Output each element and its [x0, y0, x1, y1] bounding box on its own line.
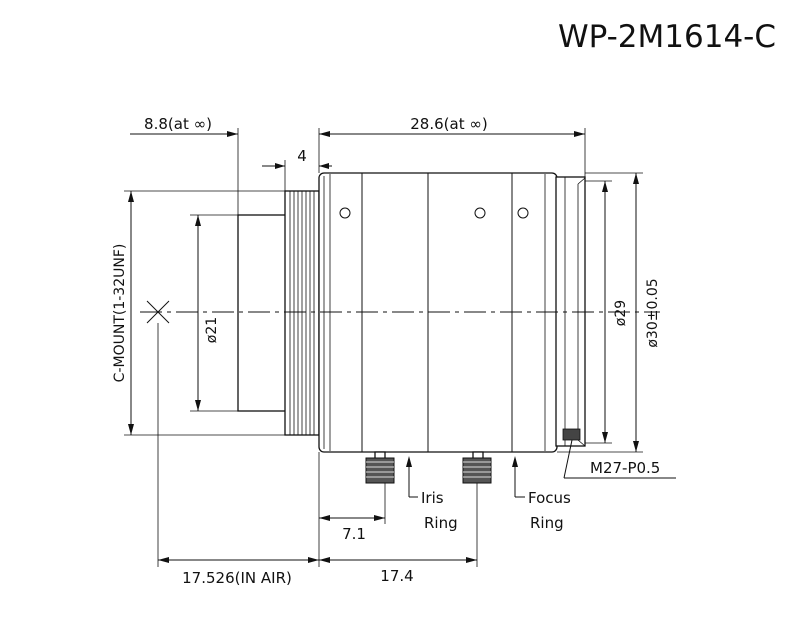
iris-ring-callout: Iris Ring [406, 456, 458, 532]
dim-outer-diameter-label: ø30±0.05 [645, 278, 661, 347]
dim-mount-length: 4 [262, 147, 332, 169]
front-thread-section [555, 176, 586, 447]
focus-lock-screw [462, 451, 492, 484]
dim-sensor-distance-label: 17.526(IN AIR) [182, 569, 292, 587]
iris-lock-screw [365, 451, 395, 484]
rear-mount-barrel [237, 214, 287, 412]
main-barrel [318, 172, 558, 453]
dim-flange-back: 8.8(at ∞) [130, 115, 345, 137]
dim-flange-back-label: 8.8(at ∞) [144, 115, 212, 133]
dim-focus-offset: 17.4 [319, 557, 477, 585]
filter-thread-hatch [562, 428, 581, 441]
dim-body-length: 28.6(at ∞) [319, 115, 585, 137]
dim-c-mount-label: C-MOUNT(1-32UNF) [112, 244, 128, 383]
dim-inner-diameter: ø29 [585, 180, 629, 444]
dim-c-mount: C-MOUNT(1-32UNF) [112, 190, 285, 436]
body-hole [339, 207, 351, 219]
dim-focus-offset-label: 17.4 [380, 567, 413, 585]
dim-mount-length-label: 4 [297, 147, 307, 165]
focus-ring-label-2: Ring [530, 514, 564, 532]
dim-inner-diameter-label: ø29 [613, 300, 629, 326]
body-hole [517, 207, 529, 219]
iris-ring-label-2: Ring [424, 514, 458, 532]
dim-rear-diameter-label: ø21 [204, 317, 220, 343]
c-mount-thread [284, 190, 320, 436]
dim-rear-diameter: ø21 [190, 214, 238, 412]
dim-iris-offset: 7.1 [319, 515, 385, 543]
iris-ring-label-1: Iris [421, 489, 444, 507]
dim-outer-diameter: ø30±0.05 [557, 172, 661, 453]
filter-thread-callout: M27-P0.5 [563, 439, 676, 479]
body-hole [474, 207, 486, 219]
dim-body-length-label: 28.6(at ∞) [410, 115, 487, 133]
model-title: WP-2M1614-C [558, 19, 776, 55]
filter-thread-label: M27-P0.5 [590, 459, 660, 477]
focus-ring-label-1: Focus [528, 489, 571, 507]
dim-sensor-distance: 17.526(IN AIR) [158, 557, 319, 587]
sensor-plane-mark [146, 300, 170, 324]
focus-ring-callout: Focus Ring [512, 456, 571, 532]
dim-iris-offset-label: 7.1 [342, 525, 366, 543]
lens-body [237, 172, 586, 453]
